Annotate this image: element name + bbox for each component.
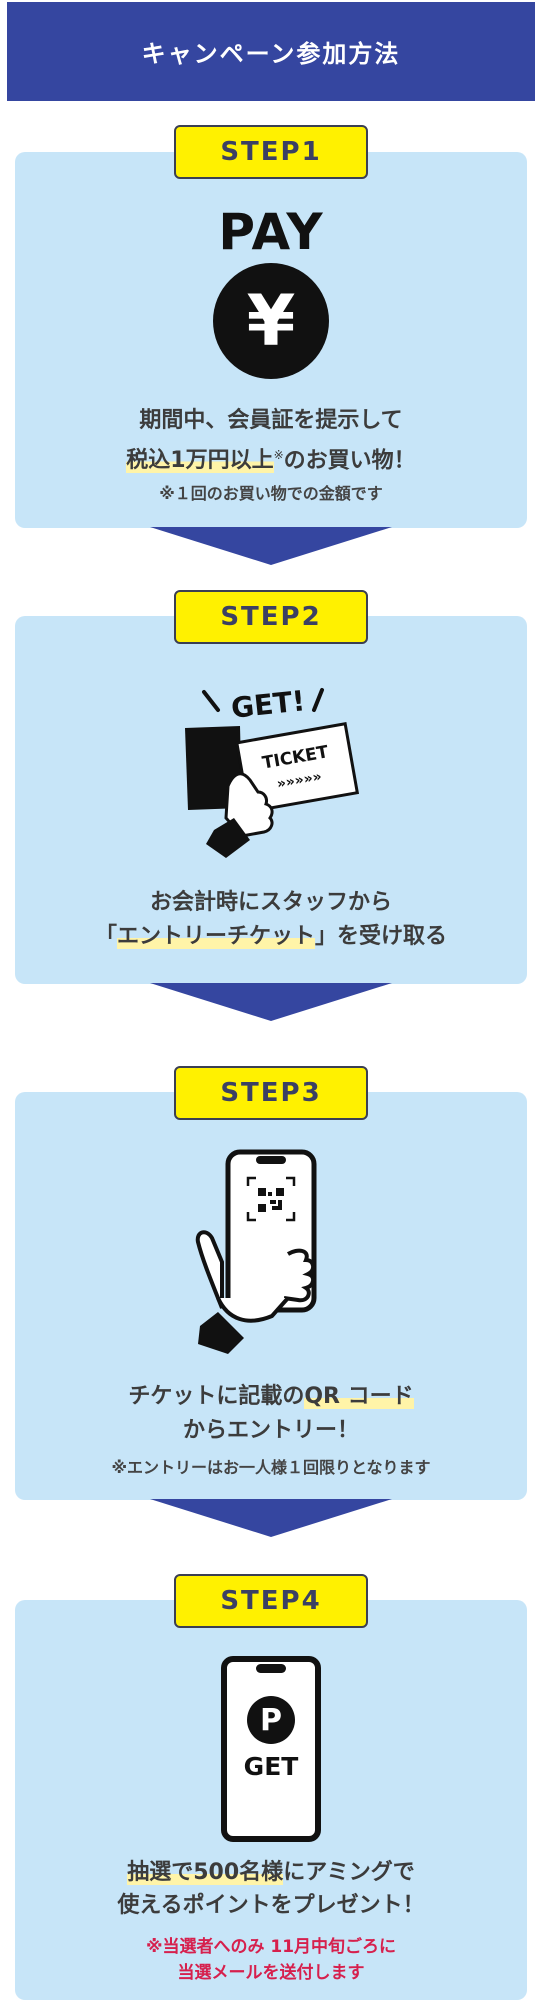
yen-icon: ¥ (246, 280, 296, 362)
step4-red-note-1: ※当選者へのみ 11月中旬ごろに (145, 1937, 397, 1957)
step3-line1-pre: チケットに記載の (128, 1384, 305, 1409)
yen-circle: ¥ (213, 263, 329, 379)
step1-line2-rest: のお買い物！ (283, 448, 416, 474)
step2-badge-label: STEP2 (220, 602, 322, 632)
step1-mark: ※ (273, 448, 284, 462)
step4-badge-label: STEP4 (220, 1586, 322, 1616)
step2-line2: 「エントリーチケット」を受け取る (15, 920, 527, 954)
step3-line2: からエントリー！ (182, 1418, 359, 1443)
step3-badge: STEP3 (174, 1066, 368, 1120)
ticket-get-icon: GET! TICKET »»»»» (185, 684, 360, 858)
step2-line2-rest: 」を受け取る (315, 924, 448, 949)
step2-open-bracket: 「 (94, 924, 117, 949)
ticket-chevrons: »»»»» (276, 769, 323, 793)
step1-line1: 期間中、会員証を提示して (139, 408, 403, 433)
page-title: キャンペーン参加方法 (7, 2, 535, 101)
step1-note: ※１回のお買い物での金額です (159, 484, 383, 503)
point-coin-icon: P (247, 1696, 295, 1744)
step4-red-note-2: 当選メールを送付します (177, 1963, 365, 1983)
step4-line1-rest: にアミングで (283, 1860, 415, 1885)
qr-code-icon (246, 1176, 296, 1222)
step4-line2: 使えるポイントをプレゼント！ (117, 1893, 425, 1918)
point-letter: P (260, 1702, 282, 1738)
step1-badge: STEP1 (174, 125, 368, 179)
step1-badge-label: STEP1 (220, 137, 322, 167)
arrow-down-1 (150, 527, 392, 565)
phone-notch (256, 1664, 286, 1673)
arrow-down-3 (150, 1499, 392, 1537)
smartphone-qr-icon (195, 1149, 317, 1354)
arrow-down-2 (150, 983, 392, 1021)
step3-highlight: QR コード (304, 1384, 414, 1409)
pay-label: PAY (218, 203, 324, 261)
step3-badge-label: STEP3 (220, 1078, 322, 1108)
step3-note: ※エントリーはお一人様１回限りとなります (111, 1458, 431, 1477)
step4-highlight: 抽選で500名様 (127, 1860, 284, 1885)
page-title-text: キャンペーン参加方法 (141, 40, 401, 68)
step1-line2: 税込1万円以上※のお買い物！ (15, 438, 527, 478)
step1-highlight: 税込1万円以上 (126, 448, 274, 474)
step2-highlight: エントリーチケット (116, 924, 315, 949)
step3-line1: チケットに記載のQR コード (15, 1380, 527, 1414)
phone-point-icon: P GET (221, 1656, 321, 1842)
step4-line1: 抽選で500名様にアミングで (15, 1856, 527, 1890)
pay-icon: PAY ¥ (211, 206, 331, 381)
phone-get-label: GET (243, 1752, 299, 1781)
get-text: GET! (230, 684, 307, 725)
step4-badge: STEP4 (174, 1574, 368, 1628)
step2-line1: お会計時にスタッフから (149, 890, 392, 915)
step2-badge: STEP2 (174, 590, 368, 644)
